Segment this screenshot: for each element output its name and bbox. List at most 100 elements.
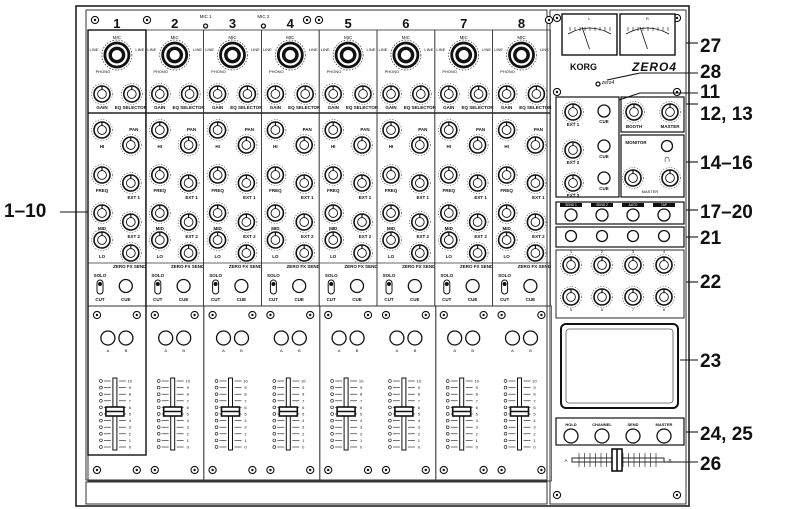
fader-scale-label: 4 — [360, 418, 363, 423]
lo-label: LO — [214, 254, 221, 259]
screw — [208, 310, 217, 320]
lo-label: LO — [99, 254, 106, 259]
input-line-label: LINE — [309, 47, 318, 52]
screw — [479, 465, 488, 475]
monitor-mix-knob — [622, 167, 644, 189]
fader-scale-label: 5 — [418, 412, 421, 417]
fader-tick-dot — [330, 405, 334, 410]
fader-tick-dot — [157, 392, 161, 396]
pan-label: PAN — [418, 127, 427, 132]
gain-knob — [91, 83, 113, 105]
mid-knob — [206, 202, 229, 224]
fader-tick-dot — [272, 405, 276, 410]
solo-switch-lever — [444, 282, 449, 286]
fx-parameter-knob — [653, 254, 675, 276]
fader-scale-label: 3 — [187, 425, 190, 430]
fader-scale-label: 7 — [244, 398, 247, 403]
screw — [537, 310, 546, 320]
fader-tick-dot — [503, 432, 508, 436]
gain-knob — [149, 83, 171, 105]
b-label: B — [529, 348, 532, 353]
callout-leaders — [60, 42, 698, 463]
b-label: B — [182, 348, 185, 353]
eq-selector-label: EQ SELECTOR — [346, 105, 379, 110]
fader-scale-label: 9 — [187, 385, 190, 390]
fader-scale-label: 3 — [360, 425, 363, 430]
fader-scale-label: 2 — [187, 431, 190, 436]
gain-knob — [495, 83, 518, 105]
eq-selector-label: EQ SELECTOR — [404, 105, 437, 110]
fader-scale-label: 5 — [187, 412, 190, 417]
screw — [266, 465, 275, 475]
fader-scale-label: 7 — [129, 398, 132, 403]
eq-selector-knob — [409, 83, 432, 105]
channel-number: 6 — [402, 16, 409, 31]
fader-scale-label: 4 — [302, 418, 305, 423]
zero-fx-send-knob — [177, 242, 200, 264]
b-assign-button — [233, 330, 250, 346]
fader-scale-label: 0 — [129, 445, 132, 450]
fader-tick-dot — [330, 425, 334, 429]
solo-label: SOLO — [498, 273, 511, 278]
screw — [248, 465, 257, 475]
screw — [672, 490, 682, 500]
input-selector-knob — [159, 39, 191, 71]
ext1-label: EXT 1 — [128, 195, 141, 200]
effect-label: AUTO — [629, 203, 638, 207]
freq-knob — [380, 164, 402, 186]
solo-switch-lever — [329, 282, 334, 286]
fader-scale-label: 4 — [129, 418, 132, 423]
lo-label: LO — [503, 254, 510, 259]
ext-return-knob — [562, 139, 584, 161]
fader-tick-dot — [157, 399, 161, 403]
cut-label: CUT — [211, 297, 220, 302]
brand-logo: KORG — [570, 62, 597, 72]
fader-scale-label: 1 — [302, 438, 305, 443]
lo-label: LO — [446, 254, 453, 259]
a-label: A — [107, 348, 110, 353]
zero-fx-send-label: ZERO FX SEND — [344, 264, 378, 269]
b-label: B — [471, 348, 474, 353]
input-mic-label: MIC — [286, 35, 295, 40]
eq-selector-knob — [352, 83, 374, 105]
fader-scale-label: 0 — [244, 445, 247, 450]
fader-tick-dot — [388, 432, 392, 436]
fader-tick-dot — [330, 385, 334, 390]
channel-number: 1 — [113, 16, 120, 31]
eq-selector-label: EQ SELECTOR — [462, 105, 495, 110]
cue-button — [176, 278, 191, 294]
ext1-label: EXT 1 — [532, 195, 545, 200]
pad-mode-label: HOLD — [565, 422, 576, 427]
cue-button — [292, 278, 307, 294]
fader-tick-dot — [157, 438, 161, 443]
fader-scale-label: 5 — [244, 412, 247, 417]
sub-brand-logo: zero4 — [601, 80, 615, 86]
freq-knob — [149, 164, 171, 186]
input-phono-label: PHONO — [96, 69, 111, 74]
zero-fx-send-label: ZERO FX SEND — [287, 264, 321, 269]
gain-label: GAIN — [96, 105, 107, 110]
solo-switch-lever — [387, 282, 391, 286]
screw — [92, 465, 102, 475]
fader-tick-dot — [503, 392, 508, 396]
fader-tick-dot — [503, 399, 508, 403]
gain-label: GAIN — [270, 105, 281, 110]
gain-label: GAIN — [154, 105, 165, 110]
input-line-label: LINE — [424, 47, 433, 52]
freq-label: FREQ — [96, 188, 109, 193]
mid-knob — [149, 202, 171, 224]
screw — [497, 465, 506, 475]
solo-label: SOLO — [151, 273, 164, 278]
input-line-label: LINE — [251, 47, 260, 52]
mic-bus-label: MIC 1 — [200, 14, 212, 19]
fader-scale-label: 6 — [476, 405, 479, 410]
freq-label: FREQ — [154, 188, 167, 193]
channel-number: 5 — [344, 16, 351, 31]
pan-knob — [466, 134, 489, 156]
fx-parameter-knob — [591, 254, 613, 276]
ext2-send-knob — [524, 211, 547, 233]
effect-buttons-frame — [555, 201, 685, 225]
fader-tick-dot — [388, 392, 392, 396]
fader-scale-label: 5 — [360, 412, 363, 417]
